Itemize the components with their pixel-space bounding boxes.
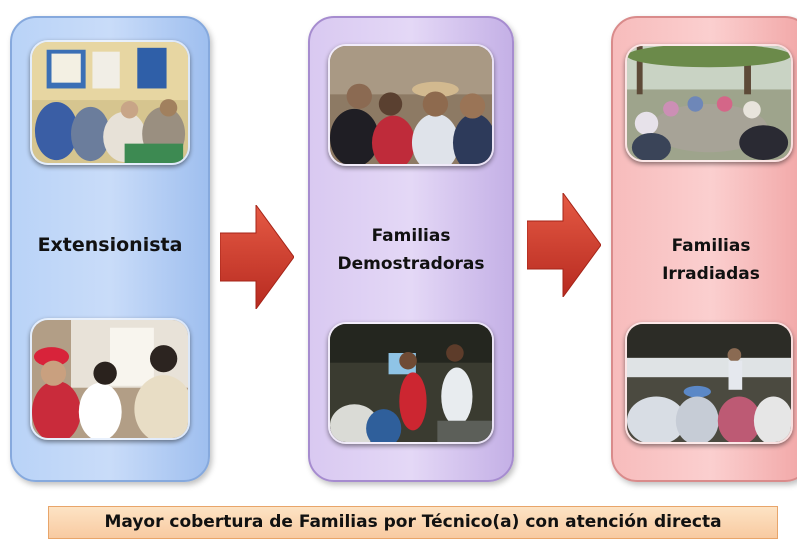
arrow-right-icon bbox=[220, 205, 294, 309]
coverage-caption: Mayor cobertura de Familias por Técnico(… bbox=[48, 506, 778, 539]
workshop-photo-top-left bbox=[30, 40, 190, 165]
group-photo-bottom-right bbox=[625, 322, 793, 444]
group-photo-top-right bbox=[625, 44, 793, 162]
familias-demostradoras-label: Familias Demostradoras bbox=[337, 226, 485, 274]
extensionista-label: Extensionista bbox=[37, 234, 183, 256]
workshop-photo-bottom-left bbox=[30, 318, 190, 440]
meeting-photo-top-middle bbox=[328, 44, 494, 166]
familias-irradiadas-label: Familias Irradiadas bbox=[662, 236, 760, 284]
arrow-right-icon bbox=[527, 193, 601, 297]
meeting-photo-bottom-middle bbox=[328, 322, 494, 444]
